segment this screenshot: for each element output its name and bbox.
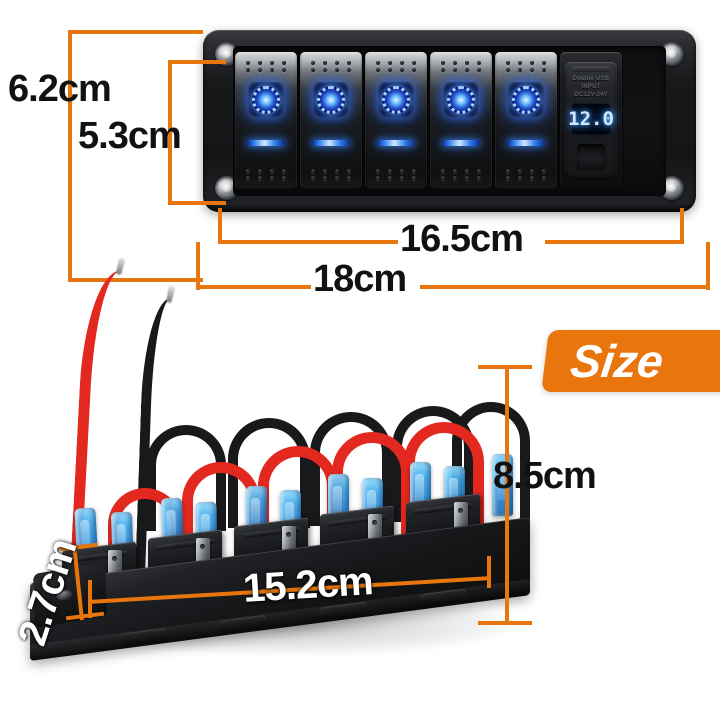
dim-label-15.2cm: 15.2cm — [241, 559, 374, 611]
usb-port-cover[interactable]: Double USB INPUT DC12V-24V 12.0 — [565, 62, 617, 180]
led-ring-indicator — [248, 82, 284, 118]
dim-line-16.5cm-left — [218, 240, 398, 244]
vent-dots-top — [307, 61, 355, 72]
dim-tick-15.2cm-right — [487, 556, 491, 588]
dim-tick-18cm-left — [196, 242, 200, 290]
dim-tick-8.5cm-top — [478, 365, 532, 369]
voltmeter-reading: 12.0 — [568, 108, 614, 130]
switch-panel-rear-wired — [0, 250, 560, 680]
vent-dots-bottom — [437, 169, 485, 180]
vent-dots-top — [502, 61, 550, 72]
dim-line-18cm-right — [420, 285, 710, 289]
vent-dots-top — [437, 61, 485, 72]
dim-line-8.5cm — [505, 365, 509, 625]
terminal-tab-4 — [368, 514, 382, 540]
led-bar-indicator — [507, 140, 545, 146]
dim-tick-5.3cm-top — [168, 60, 226, 64]
terminal-tab-3 — [282, 526, 296, 552]
jumper-wire-red-5 — [404, 422, 484, 555]
rocker-switch-1[interactable] — [235, 52, 297, 190]
dim-line-16.5cm-right — [545, 240, 684, 244]
dim-tick-6.2cm-bottom — [68, 278, 203, 282]
led-bar-indicator — [442, 140, 480, 146]
dim-label-8.5cm: 8.5cm — [493, 455, 597, 497]
vent-dots-bottom — [372, 169, 420, 180]
dim-tick-6.2cm-top — [68, 30, 203, 34]
vent-dots-bottom — [242, 169, 290, 180]
usb-label-line1: Double USB — [572, 76, 610, 82]
usb-label-line2: INPUT — [581, 84, 601, 90]
dim-line-5.3cm — [168, 60, 172, 205]
vent-dots-top — [242, 61, 290, 72]
dim-tick-5.3cm-bottom — [168, 201, 226, 205]
size-badge-label: Size — [567, 335, 667, 387]
switch-panel-front: Double USB INPUT DC12V-24V 12.0 — [203, 30, 696, 212]
terminal-tab-5 — [454, 502, 468, 528]
switch-row: Double USB INPUT DC12V-24V 12.0 — [233, 46, 666, 196]
rocker-switch-3[interactable] — [365, 52, 427, 190]
rocker-switch-4[interactable] — [430, 52, 492, 190]
dim-tick-16.5cm-left — [218, 208, 222, 244]
vent-dots-bottom — [502, 169, 550, 180]
usb-label-line3: DC12V-24V — [574, 92, 608, 98]
vent-dots-bottom — [307, 169, 355, 180]
led-ring-indicator — [378, 82, 414, 118]
dim-line-18cm-left — [196, 285, 311, 289]
voltmeter-display: 12.0 — [568, 104, 614, 134]
dim-tick-16.5cm-right — [680, 208, 684, 244]
dim-tick-18cm-right — [706, 242, 710, 290]
usb-cover-grip — [577, 144, 605, 170]
size-badge: Size — [541, 330, 720, 392]
led-bar-indicator — [377, 140, 415, 146]
led-bar-indicator — [247, 140, 285, 146]
led-ring-indicator — [508, 82, 544, 118]
usb-voltmeter-module[interactable]: Double USB INPUT DC12V-24V 12.0 — [560, 52, 622, 190]
vent-dots-top — [372, 61, 420, 72]
dim-tick-8.5cm-bottom — [478, 621, 532, 625]
led-bar-indicator — [312, 140, 350, 146]
rocker-switch-5[interactable] — [495, 52, 557, 190]
dim-label-16.5cm: 16.5cm — [400, 218, 524, 260]
terminal-tab-2 — [196, 538, 210, 564]
dim-label-18cm: 18cm — [313, 258, 407, 300]
led-ring-indicator — [443, 82, 479, 118]
dim-label-6.2cm: 6.2cm — [8, 68, 112, 110]
dim-label-5.3cm: 5.3cm — [78, 115, 182, 157]
led-ring-indicator — [313, 82, 349, 118]
terminal-tab-1 — [108, 550, 122, 576]
rocker-switch-2[interactable] — [300, 52, 362, 190]
dim-line-6.2cm — [68, 30, 72, 282]
